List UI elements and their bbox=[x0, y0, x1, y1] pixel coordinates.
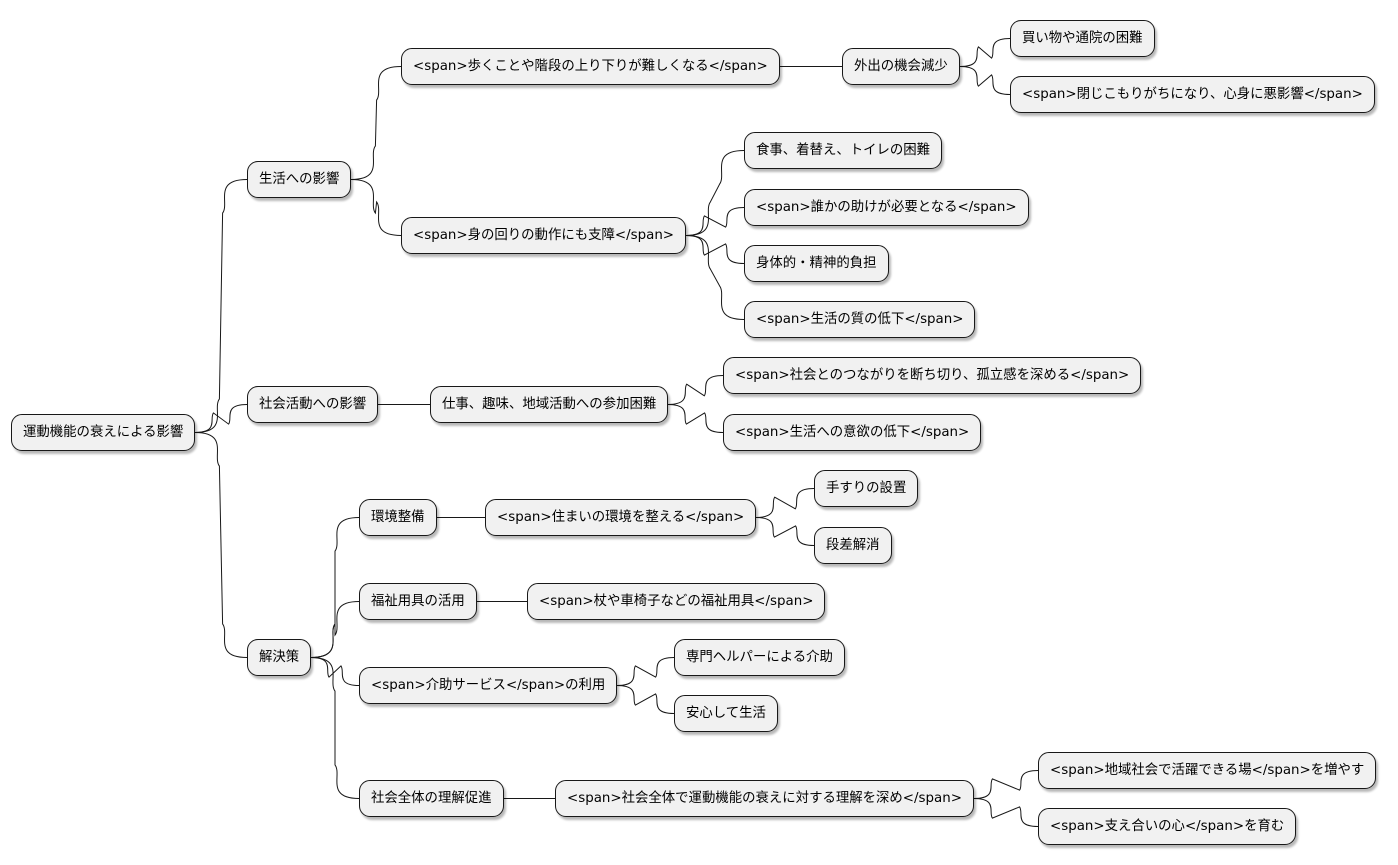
connector-solutions-node-to-understanding-node bbox=[310, 657, 360, 799]
connector-life-impact-node-to-walking-difficulty-node bbox=[350, 66, 402, 180]
connector-solutions-node-to-welfare-tools-node bbox=[310, 601, 360, 658]
environment-node: 環境整備 bbox=[359, 499, 437, 536]
motivation-decline-node: <span>生活への意欲の低下</span> bbox=[723, 414, 982, 451]
secure-living-node: 安心して生活 bbox=[674, 695, 778, 732]
participation-difficulty-node: 仕事、趣味、地域活動への参加困難 bbox=[430, 386, 669, 423]
walking-difficulty-node: <span>歩くことや階段の上り下りが難しくなる</span> bbox=[401, 48, 780, 85]
meals-dressing-toilet-node: 食事、着替え、トイレの困難 bbox=[744, 132, 943, 169]
connector-solutions-node-to-care-service-node bbox=[310, 657, 360, 686]
connector-life-impact-node-to-daily-actions-node bbox=[350, 179, 402, 236]
professional-helper-node: 専門ヘルパーによる介助 bbox=[674, 639, 845, 676]
connector-care-service-node-to-secure-living-node bbox=[616, 685, 675, 714]
deepen-understanding-node: <span>社会全体で運動機能の衰えに対する理解を深め</span> bbox=[555, 780, 974, 817]
shopping-hospital-difficulty-node: 買い物や通院の困難 bbox=[1010, 20, 1155, 57]
connector-deepen-understanding-node-to-more-active-places-node bbox=[973, 770, 1039, 799]
withdrawal-node: <span>閉じこもりがちになり、心身に悪影響</span> bbox=[1010, 76, 1375, 113]
care-service-node: <span>介助サービス</span>の利用 bbox=[359, 667, 618, 704]
connector-root-node-to-solutions-node bbox=[194, 432, 248, 658]
connector-solutions-node-to-environment-node bbox=[310, 517, 360, 658]
more-active-places-node: <span>地域社会で活躍できる場</span>を増やす bbox=[1038, 752, 1377, 789]
connector-root-node-to-social-impact-node bbox=[194, 404, 248, 433]
home-environment-node: <span>住まいの環境を整える</span> bbox=[485, 499, 757, 536]
understanding-node: 社会全体の理解促進 bbox=[359, 780, 504, 817]
connector-participation-difficulty-node-to-isolation-node bbox=[667, 375, 724, 405]
connector-fewer-outings-node-to-withdrawal-node bbox=[959, 66, 1011, 95]
connector-home-environment-node-to-remove-steps-node bbox=[755, 517, 815, 546]
quality-of-life-node: <span>生活の質の低下</span> bbox=[744, 301, 976, 338]
connector-daily-actions-node-to-help-needed-node bbox=[685, 207, 745, 236]
physical-mental-burden-node: 身体的・精神的負担 bbox=[744, 245, 889, 282]
cane-wheelchair-node: <span>杖や車椅子などの福祉用具</span> bbox=[527, 583, 826, 620]
help-needed-node: <span>誰かの助けが必要となる</span> bbox=[744, 189, 1029, 226]
social-impact-node: 社会活動への影響 bbox=[247, 386, 379, 423]
isolation-node: <span>社会とのつながりを断ち切り、孤立感を深める</span> bbox=[723, 357, 1142, 394]
connector-daily-actions-node-to-physical-mental-burden-node bbox=[685, 235, 745, 264]
connector-daily-actions-node-to-meals-dressing-toilet-node bbox=[685, 150, 745, 236]
mutual-support-node: <span>支え合いの心</span>を育む bbox=[1038, 808, 1297, 845]
connector-daily-actions-node-to-quality-of-life-node bbox=[685, 235, 745, 320]
connector-home-environment-node-to-handrails-node bbox=[755, 488, 815, 518]
remove-steps-node: 段差解消 bbox=[814, 527, 892, 564]
handrails-node: 手すりの設置 bbox=[814, 470, 919, 507]
root-node: 運動機能の衰えによる影響 bbox=[11, 414, 196, 451]
welfare-tools-node: 福祉用具の活用 bbox=[359, 583, 477, 620]
connector-fewer-outings-node-to-shopping-hospital-difficulty-node bbox=[959, 38, 1011, 67]
connector-root-node-to-life-impact-node bbox=[194, 179, 248, 433]
fewer-outings-node: 外出の機会減少 bbox=[842, 48, 960, 85]
daily-actions-node: <span>身の回りの動作にも支障</span> bbox=[401, 217, 687, 254]
connector-care-service-node-to-professional-helper-node bbox=[616, 657, 675, 686]
solutions-node: 解決策 bbox=[247, 639, 312, 676]
connector-deepen-understanding-node-to-mutual-support-node bbox=[973, 798, 1039, 827]
connector-participation-difficulty-node-to-motivation-decline-node bbox=[667, 404, 724, 433]
life-impact-node: 生活への影響 bbox=[247, 161, 352, 198]
